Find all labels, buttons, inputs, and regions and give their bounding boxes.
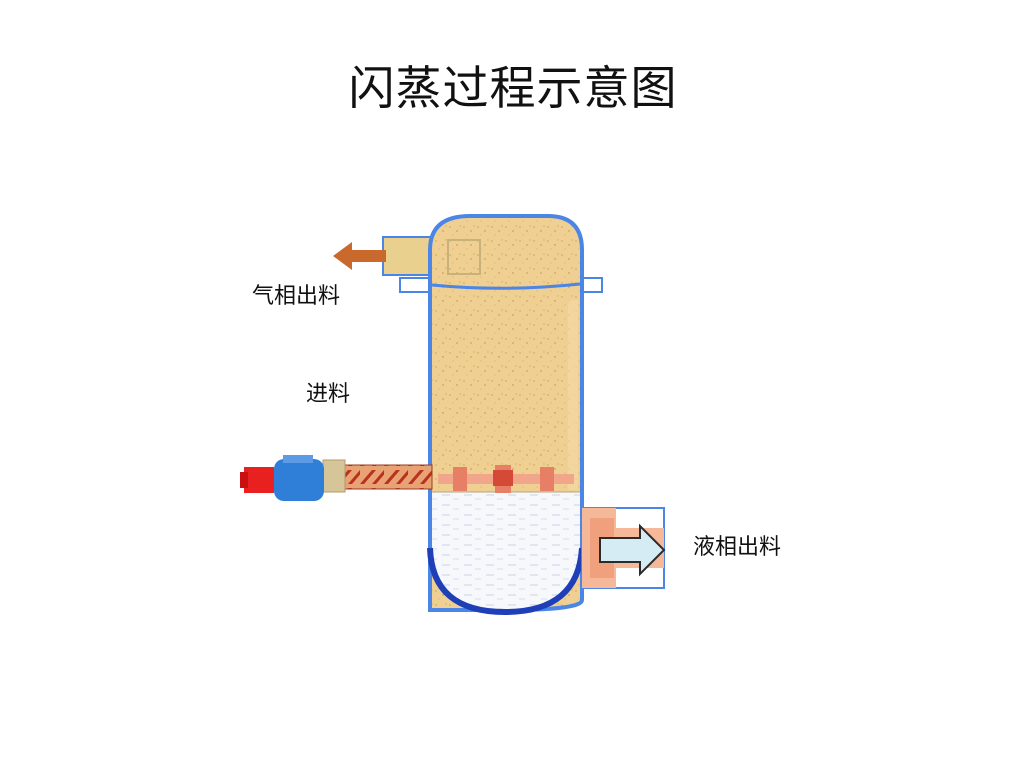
liquid-outlet-arrow <box>599 523 666 577</box>
liquid-phase <box>432 492 580 610</box>
vapor-outlet-arrow <box>333 242 386 270</box>
bottom-head <box>427 547 585 616</box>
diagram-title: 闪蒸过程示意图 <box>348 61 678 115</box>
pump-body <box>274 459 324 501</box>
liquid-outlet-nozzle <box>581 507 666 589</box>
top-head-window <box>447 239 481 275</box>
flash-vessel <box>427 214 585 616</box>
pump-motor <box>244 467 274 493</box>
feed-label: 进料 <box>306 382 351 407</box>
feed-pipe <box>319 459 433 493</box>
liquid-outlet-label: 液相出料 <box>693 535 782 560</box>
feed-distributor <box>438 465 574 493</box>
feed-pump <box>240 455 324 501</box>
vapor-outlet-label: 气相出料 <box>252 284 341 309</box>
vapor-outlet-nozzle <box>333 236 434 293</box>
